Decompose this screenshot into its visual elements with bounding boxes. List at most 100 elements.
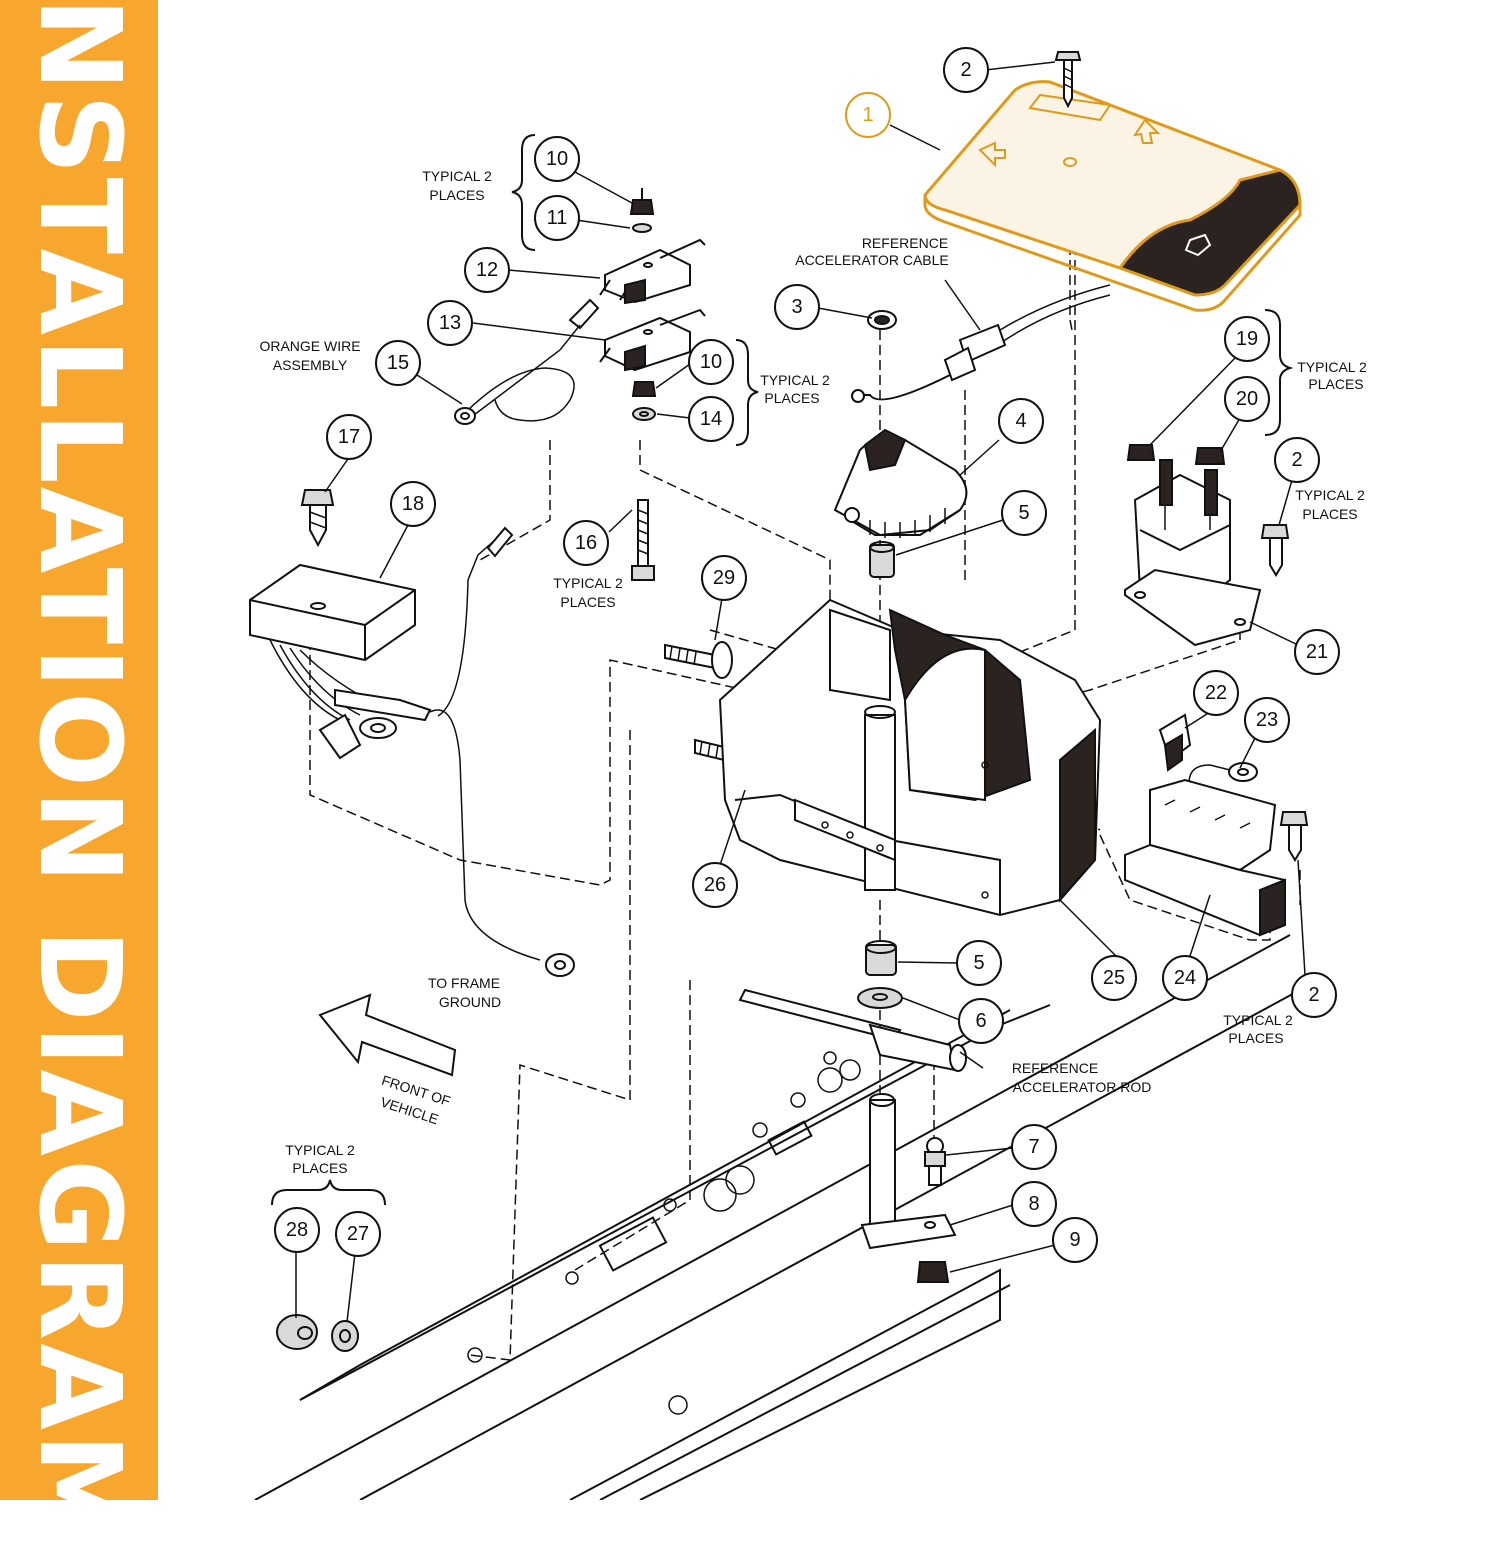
caption-line-2: ASSEMBLY: [273, 357, 348, 373]
callout-22: 22: [1193, 670, 1239, 716]
accelerator-rod: [738, 988, 967, 1072]
caption-line-1: TYPICAL 2: [553, 575, 623, 591]
callout-10: 10: [688, 339, 734, 385]
caption-ref-rod: REFERENCE ACCELERATOR ROD: [1012, 1060, 1152, 1095]
callout-2: 2: [943, 47, 989, 93]
callout-20: 20: [1224, 376, 1270, 422]
callout-14: 14: [688, 396, 734, 442]
callout-4-number: 4: [1015, 410, 1026, 432]
screw-part-right-upper: [1260, 524, 1290, 577]
callout-19-number: 19: [1236, 328, 1258, 350]
terminal-nut-part: [1126, 444, 1226, 465]
fuse-part: [1158, 713, 1192, 772]
caption-line-2: PLACES: [764, 390, 819, 406]
caption-line-2: ACCELERATOR ROD: [1013, 1079, 1152, 1095]
pedal-pivot-part: [833, 428, 968, 538]
callout-3-number: 3: [791, 296, 802, 318]
caption-typical-bolt: TYPICAL 2 PLACES: [553, 575, 623, 610]
callout-5-number: 5: [973, 952, 984, 974]
callout-4: 4: [998, 398, 1044, 444]
callout-1: 1: [845, 92, 891, 138]
callout-13-number: 13: [439, 312, 461, 334]
callout-2-number: 2: [960, 59, 971, 81]
title-banner: INSTALLATION DIAGRAM: [0, 0, 158, 1547]
callout-17-number: 17: [338, 426, 360, 448]
callout-10: 10: [534, 136, 580, 182]
nut-part-9: [916, 1261, 950, 1283]
callout-15: 15: [375, 340, 421, 386]
callout-3: 3: [774, 284, 820, 330]
caption-ref-cable: REFERENCE ACCELERATOR CABLE: [795, 235, 949, 268]
callout-12-number: 12: [476, 259, 498, 281]
callout-2: 2: [1274, 437, 1320, 483]
callout-18-number: 18: [402, 493, 424, 515]
callout-2-number: 2: [1308, 984, 1319, 1006]
callout-22-number: 22: [1205, 682, 1227, 704]
screw-part-top: [1054, 51, 1082, 109]
callout-17: 17: [326, 414, 372, 460]
callout-9: 9: [1052, 1217, 1098, 1263]
callout-8-number: 8: [1028, 1193, 1039, 1215]
callout-14-number: 14: [700, 408, 722, 430]
caption-typical-switch: TYPICAL 2 PLACES: [422, 168, 492, 203]
callout-28-number: 28: [286, 1219, 308, 1241]
caption-typical-screw-upper: TYPICAL 2 PLACES: [1295, 487, 1365, 522]
caption-line-1: TYPICAL 2: [1223, 1012, 1293, 1028]
pedal-housing-part: [718, 598, 1102, 917]
caption-typical-screw-lower: TYPICAL 2 PLACES: [1223, 1012, 1293, 1046]
control-module-part: [249, 563, 432, 760]
caption-orange-wire: ORANGE WIRE ASSEMBLY: [259, 338, 360, 373]
callout-10-number: 10: [546, 148, 568, 170]
bolt-part-16: [631, 499, 655, 581]
caption-line-1: REFERENCE: [1012, 1060, 1098, 1076]
callout-18: 18: [390, 481, 436, 527]
top-cover-part[interactable]: [923, 80, 1302, 312]
callout-24-number: 24: [1174, 967, 1196, 989]
callout-6-number: 6: [975, 1010, 986, 1032]
micro-switch-part-upper: [599, 238, 706, 305]
solenoid-part: [1124, 459, 1262, 647]
caption-line-1: TYPICAL 2: [285, 1142, 355, 1158]
fuse-block-part: [1124, 778, 1286, 937]
callout-27-number: 27: [347, 1223, 369, 1245]
screw-part-right-lower: [1279, 811, 1309, 862]
orange-wire-assembly: [454, 324, 581, 425]
nut-washer-stack-lower: [631, 381, 657, 421]
caption-front-of-vehicle: FRONT OF VEHICLE: [379, 1072, 453, 1127]
callout-25: 25: [1091, 955, 1137, 1001]
retaining-ring-part: [867, 310, 897, 330]
ball-stud-part: [924, 1137, 946, 1186]
callout-29: 29: [701, 555, 747, 601]
caption-line-1: TYPICAL 2: [760, 372, 830, 388]
callout-24: 24: [1162, 955, 1208, 1001]
callout-23: 23: [1244, 697, 1290, 743]
caption-typical-frame-nut: TYPICAL 2 PLACES: [285, 1142, 355, 1176]
nut-part-28: [276, 1314, 318, 1350]
typical-brackets: [271, 134, 1294, 1206]
callout-20-number: 20: [1236, 388, 1258, 410]
installation-diagram: 1 2 2 2 3 4 5 5 6 7 8 9 10 10 11 12 13 1…: [249, 47, 1367, 1500]
carriage-bolt-part-29: [664, 641, 733, 679]
washer-part: [857, 987, 903, 1009]
callout-27: 27: [335, 1211, 381, 1257]
caption-frame-ground: TO FRAME GROUND: [428, 975, 501, 1010]
callout-7: 7: [1011, 1124, 1057, 1170]
caption-line-1: ORANGE WIRE: [259, 338, 360, 354]
caption-line-2: PLACES: [429, 187, 484, 203]
micro-switch-part-lower: [568, 298, 706, 372]
caption-line-1: TYPICAL 2: [1295, 487, 1365, 503]
callout-2-number: 2: [1291, 449, 1302, 471]
callout-19: 19: [1224, 316, 1270, 362]
vehicle-frame: [254, 934, 1301, 1500]
callout-29-number: 29: [713, 567, 735, 589]
callout-5-number: 5: [1018, 502, 1029, 524]
caption-line-2: PLACES: [560, 594, 615, 610]
callout-11: 11: [534, 195, 580, 241]
caption-typical-solenoid-nut: TYPICAL 2 PLACES: [1297, 359, 1367, 392]
callout-9-number: 9: [1069, 1229, 1080, 1251]
callout-10-number: 10: [700, 351, 722, 373]
ground-wire: [429, 526, 575, 977]
caption-line-2: PLACES: [292, 1160, 347, 1176]
washer-part-27: [331, 1320, 359, 1352]
caption-line-2: GROUND: [439, 994, 501, 1010]
